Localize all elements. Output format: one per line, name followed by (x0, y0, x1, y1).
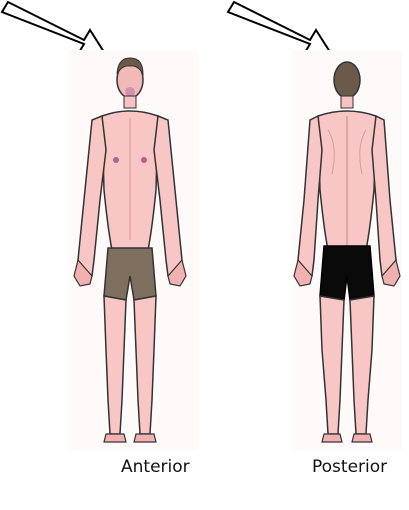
caption-posterior: Posterior (312, 457, 387, 477)
anterior-body-figure (68, 50, 198, 450)
caption-anterior: Anterior (121, 457, 190, 477)
posterior-body-figure (292, 50, 402, 450)
head (334, 62, 360, 98)
